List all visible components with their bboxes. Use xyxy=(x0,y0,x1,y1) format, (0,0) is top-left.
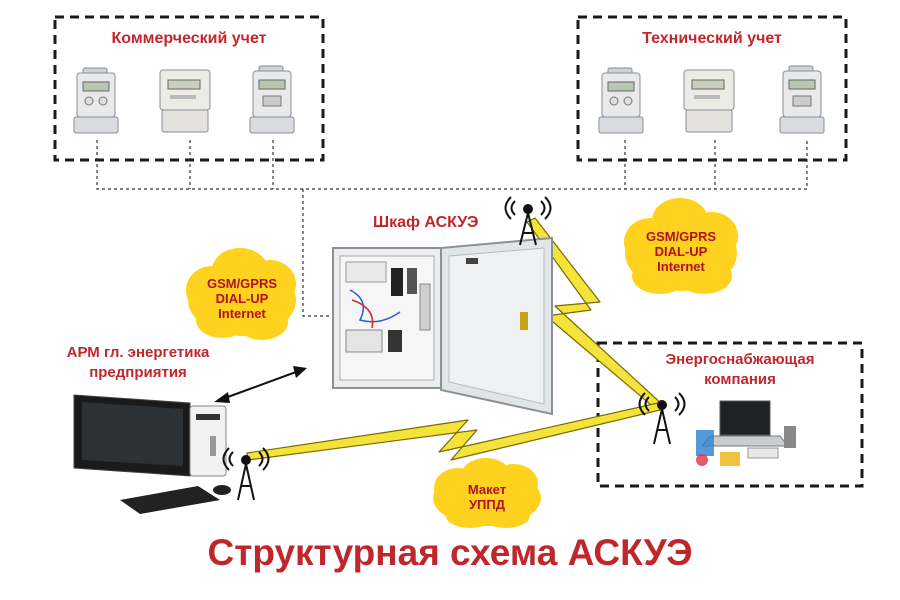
supplier-label-line2: компания xyxy=(704,371,776,388)
cloud-shape-right xyxy=(624,198,738,294)
supplier-label: Энергоснабжающая компания xyxy=(620,350,860,390)
technical-metering-frame xyxy=(576,15,848,162)
arm-label: АРМ гл. энергетика предприятия xyxy=(28,343,248,383)
cloud-right-line1: GSM/GPRS xyxy=(645,229,717,244)
supplier-workplace xyxy=(696,400,796,466)
arm-label-line1: АРМ гл. энергетика xyxy=(66,344,210,361)
electricity-meter-6 xyxy=(779,65,825,134)
commercial-metering-label: Коммерческий учет xyxy=(111,30,267,47)
cloud-shape-left xyxy=(186,248,296,340)
technical-metering-label: Технический учет xyxy=(642,30,782,47)
cloud-left-line2: DIAL-UP xyxy=(215,291,269,306)
commercial-metering-frame xyxy=(53,15,325,162)
antenna-tower-cabinet xyxy=(504,196,552,246)
antenna-tower-arm xyxy=(222,447,270,501)
electricity-meter-5 xyxy=(683,69,735,133)
cloud-bottom-line1: Макет xyxy=(467,482,507,497)
electricity-meter-2 xyxy=(159,69,211,133)
supplier-label-line1: Энергоснабжающая xyxy=(665,351,815,368)
askue-cabinet xyxy=(332,236,553,416)
antenna-tower-supplier xyxy=(638,392,686,445)
electricity-meter-1 xyxy=(73,67,119,134)
cloud-left: GSM/GPRS DIAL-UP Internet xyxy=(192,276,292,321)
cloud-right-line3: Internet xyxy=(657,259,705,274)
workstation-computer xyxy=(73,394,231,514)
cloud-bottom-line2: УППД xyxy=(468,497,506,512)
meter-wiring xyxy=(96,140,808,317)
cloud-bottom: Макет УППД xyxy=(437,482,537,512)
cloud-right-line2: DIAL-UP xyxy=(654,244,708,259)
cloud-left-line1: GSM/GPRS xyxy=(206,276,278,291)
electricity-meter-3 xyxy=(249,65,295,134)
cloud-left-line3: Internet xyxy=(218,306,266,321)
diagram-title: Структурная схема АСКУЭ xyxy=(207,532,693,573)
arm-cabinet-arrow xyxy=(214,366,307,403)
arm-label-line2: предприятия xyxy=(89,364,187,381)
cabinet-label: Шкаф АСКУЭ xyxy=(373,214,479,231)
electricity-meter-4 xyxy=(598,67,644,134)
supplier-frame xyxy=(596,341,864,488)
cloud-right: GSM/GPRS DIAL-UP Internet xyxy=(631,229,731,274)
cloud-shape-bottom xyxy=(433,458,541,528)
